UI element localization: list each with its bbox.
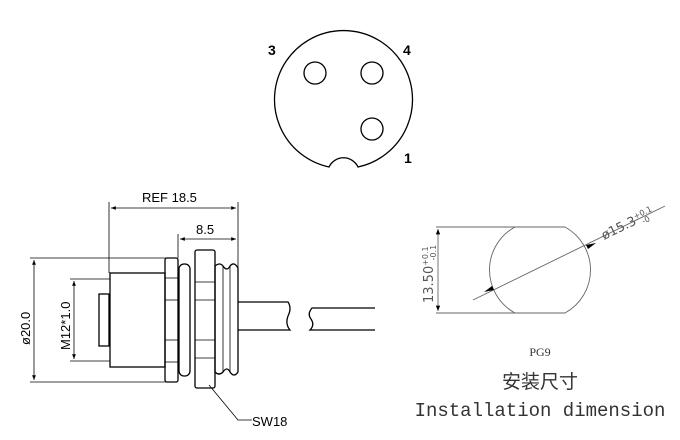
panel-cutout	[489, 226, 591, 314]
pin-label-3: 3	[268, 42, 276, 58]
thread-length-label: 8.5	[196, 222, 214, 237]
title-chinese: 安装尺寸	[502, 371, 578, 393]
pin-label-1: 1	[404, 150, 412, 166]
thread-label: M12*1.0	[58, 302, 73, 350]
side-view: REF 18.5 8.5 ø20.0 M12*1.0 SW18	[18, 190, 375, 429]
pin-1	[360, 117, 384, 141]
connector-face-outline	[273, 29, 414, 168]
front-nut	[164, 257, 179, 383]
connector-body	[109, 272, 166, 368]
cutout-height-label: 13.50+0.1-0.1	[421, 245, 438, 303]
cable-right	[308, 307, 375, 331]
diameter-label: ø20.0	[18, 312, 33, 345]
thread-type-label: PG9	[529, 345, 550, 359]
hex-nut	[194, 249, 216, 389]
ref-length-label: REF 18.5	[142, 190, 197, 205]
wrench-leader	[208, 384, 252, 421]
cable-left	[238, 301, 292, 331]
pin-label-4: 4	[403, 42, 411, 58]
pin-face-view: 3 4 1	[268, 29, 414, 168]
pin-3	[303, 61, 327, 85]
cutout-diameter-label: ø15.3+0.1-0	[599, 205, 657, 245]
front-socket	[98, 293, 110, 347]
wrench-size-label: SW18	[252, 414, 287, 429]
washer	[178, 263, 191, 377]
cutout-diameter-line	[472, 205, 666, 301]
thread-section	[214, 263, 239, 376]
pin-4	[360, 61, 384, 85]
installation-view: 13.50+0.1-0.1 ø15.3+0.1-0 PG9 安装尺寸 Insta…	[415, 205, 666, 422]
title-english: Installation dimension	[415, 400, 666, 422]
